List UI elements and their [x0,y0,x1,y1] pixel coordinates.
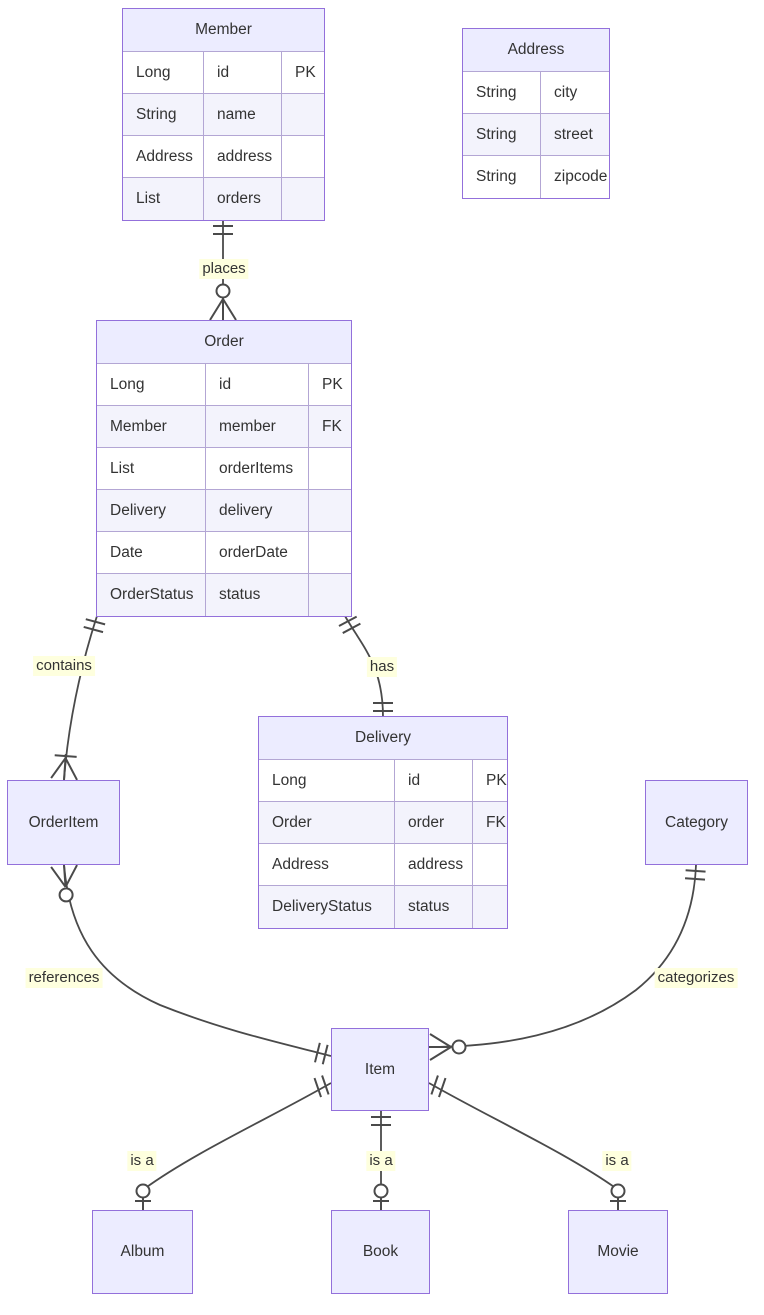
cardinality-zero-many-orderitem [50,863,81,904]
attr-key [282,178,324,220]
entity-title: Category [665,813,728,831]
entity-member: Member Long id PK String name Address ad… [122,8,325,221]
attr-name: order [395,802,473,844]
line-isa-album [143,1082,332,1190]
attr-key: FK [309,406,351,448]
attr-name: member [206,406,309,448]
attr-name: id [395,760,473,802]
cardinality-one-many-orderitem [50,752,80,782]
attr-type: Long [123,52,204,94]
cardinality-zero-many-order [209,283,237,322]
attr-key [309,574,351,616]
attr-key [309,490,351,532]
cardinality-one-item-movie [430,1074,447,1099]
entity-title: Address [463,29,609,72]
entity-title: Album [120,1243,165,1260]
attr-key [473,844,507,886]
attr-type: String [463,114,541,156]
attr-type: DeliveryStatus [259,886,395,928]
attr-type: Long [97,364,206,406]
attr-key [282,136,324,178]
attr-type: String [463,156,541,198]
attr-name: address [395,844,473,886]
entity-title: Member [123,9,324,52]
relationship-label-isa-album: is a [127,1151,157,1171]
entity-address: Address String city String street String… [462,28,610,199]
attr-type: Member [97,406,206,448]
attr-type: Order [259,802,395,844]
cardinality-zero-one-movie [609,1183,627,1211]
attr-name: orderItems [206,448,309,490]
relationship-label-isa-movie: is a [602,1151,632,1171]
attr-key: PK [309,364,351,406]
entity-title: Book [362,1243,399,1260]
relationship-label-isa-book: is a [366,1151,396,1171]
cardinality-zero-many-item [428,1033,467,1061]
entity-title: OrderItem [28,813,99,831]
attr-type: Address [259,844,395,886]
attr-name: address [204,136,282,178]
attr-type: Delivery [97,490,206,532]
attr-type: Long [259,760,395,802]
entity-title: Movie [597,1243,639,1260]
entity-movie: Movie [568,1210,668,1294]
entity-title: Delivery [259,717,507,760]
line-isa-movie [428,1082,618,1190]
relationship-label-references: references [25,968,103,988]
attr-name: delivery [206,490,309,532]
entity-title: Item [364,1060,396,1078]
attr-name: id [206,364,309,406]
attr-type: List [123,178,204,220]
entity-item: Item [331,1028,429,1111]
line-categorizes [428,864,697,1048]
attr-key: PK [473,760,507,802]
entity-order: Order Long id PK Member member FK List o… [96,320,352,617]
line-references [63,864,332,1057]
attr-key [282,94,324,136]
relationship-label-has: has [366,657,398,677]
attr-type: String [463,72,541,114]
entity-book: Book [331,1210,430,1294]
cardinality-one-item-album [313,1074,330,1099]
cardinality-zero-one-album [134,1183,152,1211]
attr-key: FK [473,802,507,844]
entity-category: Category [645,780,748,865]
attr-key [309,448,351,490]
attr-name: city [541,72,609,114]
attr-name: zipcode [541,156,609,198]
relationship-label-contains: contains [33,656,95,676]
cardinality-zero-one-book [372,1183,390,1211]
attr-name: street [541,114,609,156]
attr-name: orderDate [206,532,309,574]
entity-orderitem: OrderItem [7,780,120,865]
attr-name: status [206,574,309,616]
attr-name: status [395,886,473,928]
attr-key: PK [282,52,324,94]
attr-type: Address [123,136,204,178]
attr-name: name [204,94,282,136]
entity-delivery: Delivery Long id PK Order order FK Addre… [258,716,508,929]
entity-title: Order [97,321,351,364]
attr-type: String [123,94,204,136]
attr-key [309,532,351,574]
relationship-label-categorizes: categorizes [654,968,738,988]
attr-type: OrderStatus [97,574,206,616]
entity-album: Album [92,1210,193,1294]
attr-type: List [97,448,206,490]
attr-type: Date [97,532,206,574]
attr-name: orders [204,178,282,220]
attr-name: id [204,52,282,94]
relationship-label-places: places [199,259,249,279]
attr-key [473,886,507,928]
